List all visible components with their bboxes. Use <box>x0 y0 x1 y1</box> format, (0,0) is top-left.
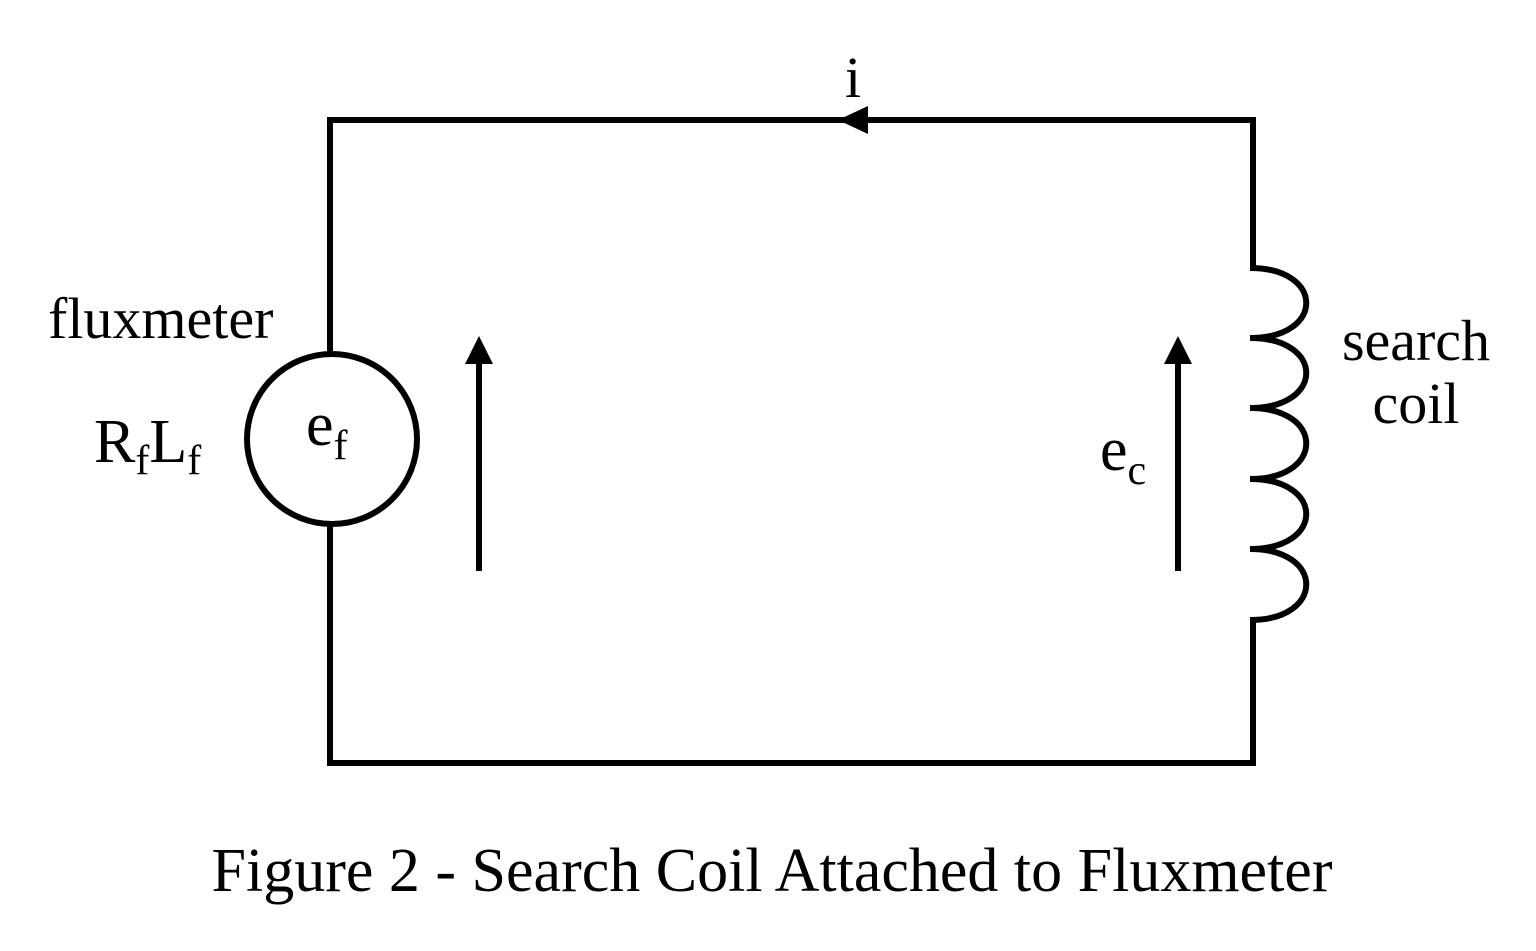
inductance-symbol: L <box>149 408 187 476</box>
inductor-coil-symbol <box>1249 265 1309 623</box>
figure-caption: Figure 2 - Search Coil Attached to Fluxm… <box>212 837 1333 905</box>
coil-emf-label: ec <box>1100 416 1146 494</box>
fluxmeter-emf-arrow <box>465 336 493 571</box>
current-label: i <box>845 45 861 110</box>
search-coil-label-line2: coil <box>1373 371 1460 436</box>
fluxmeter-emf-subscript: f <box>334 423 348 469</box>
resistance-subscript: f <box>135 438 149 484</box>
search-coil-label-line1: search <box>1342 308 1490 373</box>
fluxmeter-parameters-label: RfLf <box>94 408 201 484</box>
fluxmeter-emf-symbol: e <box>306 391 334 459</box>
coil-emf-subscript: c <box>1128 448 1147 494</box>
fluxmeter-emf-label: ef <box>306 391 348 469</box>
coil-emf-arrow <box>1164 336 1192 571</box>
coil-emf-symbol: e <box>1100 416 1128 484</box>
fluxmeter-label: fluxmeter <box>48 286 273 351</box>
current-arrowhead <box>838 106 868 134</box>
inductance-subscript: f <box>187 438 201 484</box>
resistance-symbol: R <box>94 408 136 476</box>
fluxmeter-source-circle <box>244 351 420 527</box>
circuit-wires <box>327 117 1256 766</box>
